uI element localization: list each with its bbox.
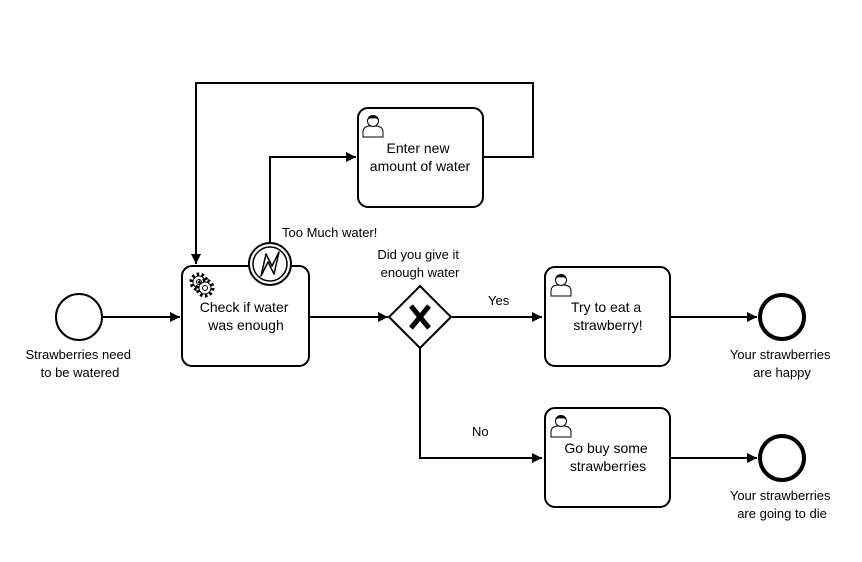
flow-enter-loop-back-to-check[interactable] — [191, 82, 534, 264]
task-eat-strawberry-label: Try to eat a strawberry! — [571, 299, 645, 333]
lightning-bolt-icon — [260, 251, 280, 277]
task-eat-strawberry-box — [544, 266, 671, 367]
flow-yes-label: Yes — [488, 293, 510, 308]
task-eat-strawberry[interactable]: Try to eat a strawberry! — [544, 266, 671, 367]
task-enter-amount-box — [357, 107, 484, 208]
gear-icon — [195, 278, 215, 298]
gateway-label: Did you give it enough water — [377, 247, 462, 280]
task-buy-strawberries-box — [544, 407, 671, 508]
end-event-die-circle — [758, 434, 806, 482]
start-event-label: Strawberries need to be watered — [25, 347, 134, 380]
flow-no-label: No — [472, 424, 489, 439]
boundary-error-event[interactable] — [248, 242, 292, 286]
task-check-water[interactable]: Check if water was enough — [181, 265, 310, 367]
user-icon — [362, 115, 384, 138]
task-buy-strawberries[interactable]: Go buy some strawberries — [544, 407, 671, 508]
flow-gateway-no-to-buy[interactable] — [419, 348, 542, 463]
task-enter-amount-label: Enter new amount of water — [370, 140, 471, 174]
task-enter-amount[interactable]: Enter new amount of water — [357, 107, 484, 208]
start-event[interactable] — [55, 293, 103, 341]
x-marker-icon — [409, 304, 431, 330]
task-check-water-box — [181, 265, 310, 367]
end-event-happy-label: Your strawberries are happy — [730, 347, 834, 380]
end-event-die[interactable] — [758, 434, 806, 482]
user-icon — [550, 274, 572, 297]
boundary-event-inner-circle — [252, 246, 288, 282]
end-event-die-label: Your strawberries are going to die — [730, 488, 834, 521]
task-buy-strawberries-label: Go buy some strawberries — [564, 440, 651, 474]
end-event-happy[interactable] — [758, 293, 806, 341]
task-check-water-label: Check if water was enough — [200, 299, 293, 333]
end-event-happy-circle — [758, 293, 806, 341]
user-icon — [550, 415, 572, 438]
boundary-event-label: Too Much water! — [282, 225, 377, 240]
flow-error-to-enter[interactable] — [269, 152, 356, 243]
exclusive-gateway[interactable] — [387, 284, 453, 350]
start-event-circle — [55, 293, 103, 341]
